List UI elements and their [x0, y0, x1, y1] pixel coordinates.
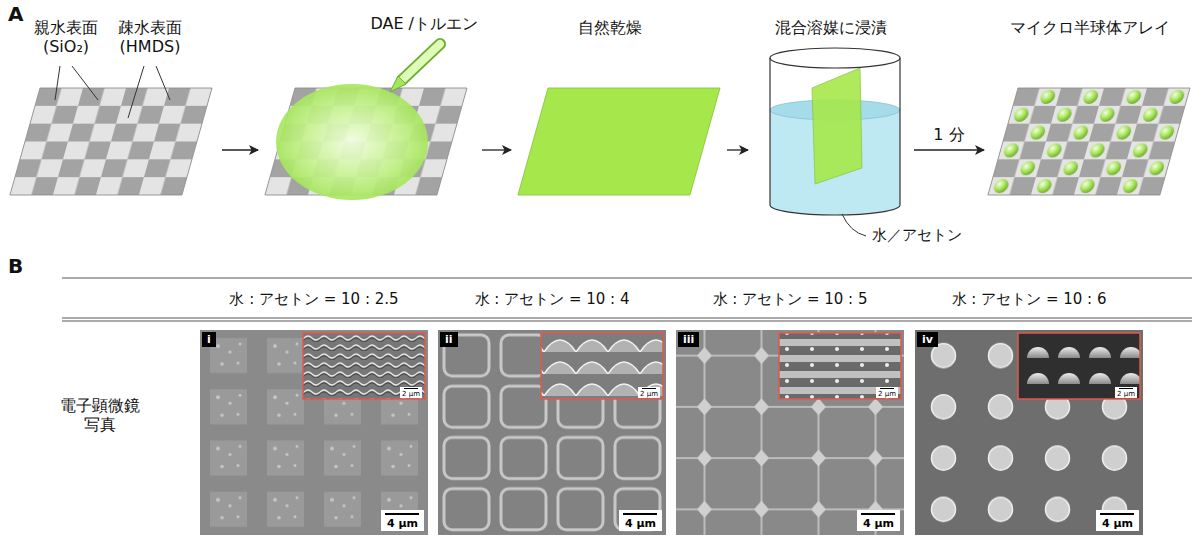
- panel-letter: A: [8, 2, 23, 26]
- sem-inset-frame: [303, 333, 425, 399]
- process-arrow: [727, 149, 748, 150]
- process-arrow: [914, 149, 984, 150]
- scale-label: 4 μm: [381, 510, 424, 531]
- sem-texture: [438, 330, 666, 535]
- panel-letter: B: [8, 254, 23, 278]
- table-rules: [62, 278, 1192, 321]
- inset-scale-label: 2 μm: [400, 387, 422, 398]
- leader-line: [128, 66, 144, 118]
- table-rule: [62, 321, 1192, 322]
- step-label: マイクロ半球体アレイ: [988, 18, 1192, 37]
- hemisphere-array: [988, 88, 1190, 195]
- process-step: マイクロ半球体アレイ: [988, 14, 1192, 206]
- scale-label: 4 μm: [857, 510, 900, 531]
- scale-label: 4 μm: [1096, 510, 1139, 531]
- sem-background: [200, 330, 428, 535]
- step-label: 混合溶媒に浸漬: [752, 18, 910, 37]
- sem-background: [676, 330, 904, 535]
- beaker-bottom: [770, 205, 900, 215]
- beaker: [770, 48, 900, 215]
- panel-index: ii: [440, 332, 458, 347]
- sem-image: [438, 330, 666, 535]
- sem-panel: 水 : アセトン = 10 : 6 iv 4 μm 2 μm: [915, 286, 1143, 536]
- process-step: DAE /トルエン: [262, 14, 478, 206]
- substrate-surface: [10, 88, 212, 195]
- table-rule: [62, 318, 1192, 319]
- dried-film: [518, 88, 720, 195]
- inset-scale-label: 2 μm: [638, 387, 660, 398]
- ratio-heading: 水 : アセトン = 10 : 4: [438, 290, 666, 308]
- step-label: DAE /トルエン: [370, 14, 478, 33]
- sem-texture: [200, 330, 428, 535]
- sem-panel: 水 : アセトン = 10 : 4 ii 4 μm 2 μm: [438, 286, 666, 536]
- pipette-tip: [390, 76, 406, 92]
- process-arrow: [222, 149, 258, 150]
- ratio-heading: 水 : アセトン = 10 : 5: [676, 290, 904, 308]
- sem-texture: [915, 330, 1143, 535]
- process-step: 混合溶媒に浸漬: [752, 14, 910, 214]
- sem-background: [915, 330, 1143, 535]
- table-rule: [62, 278, 1192, 279]
- scale-label: 4 μm: [619, 510, 662, 531]
- substrate-surface: [988, 88, 1190, 195]
- solvent-label: 水／アセトン: [872, 226, 962, 244]
- surface-label: 疎水表面 (HMDS): [110, 18, 190, 56]
- pipette-outline: [402, 44, 440, 80]
- leader-line: [72, 66, 98, 100]
- pipette-body: [402, 44, 440, 80]
- leader-line: [156, 66, 170, 100]
- row-heading: 電子顕微鏡 写真: [55, 396, 145, 434]
- sem-inset-frame: [541, 333, 663, 399]
- patterned-substrate: [10, 88, 212, 195]
- beaker-rim: [770, 48, 900, 68]
- immersed-substrate: [812, 68, 862, 184]
- beaker-wall: [769, 58, 770, 205]
- sem-panel: 水 : アセトン = 10 : 2.5 i 4 μm 2 μm: [200, 286, 428, 536]
- sem-texture: [676, 330, 904, 535]
- panel-index: i: [202, 332, 216, 347]
- leader-lines: [55, 66, 170, 118]
- pipette: [390, 44, 440, 92]
- ratio-heading: 水 : アセトン = 10 : 2.5: [200, 290, 428, 308]
- sem-panel: 水 : アセトン = 10 : 5 iii 4 μm 2 μm: [676, 286, 904, 536]
- surface-label: 親水表面 (SiO₂): [28, 18, 104, 56]
- panel-index: iii: [678, 332, 699, 347]
- sem-inset-frame: [1018, 333, 1140, 399]
- film-surface: [518, 88, 720, 195]
- panel-index: iv: [917, 332, 938, 347]
- process-step: 自然乾燥: [515, 14, 723, 206]
- sem-background: [438, 330, 666, 535]
- sem-inset: [303, 333, 425, 399]
- sem-image: [200, 330, 428, 535]
- solution-drop: [276, 84, 428, 200]
- leader-line: [55, 66, 60, 100]
- edge-label: 1 分: [930, 125, 967, 144]
- sem-image: [676, 330, 904, 535]
- ratio-heading: 水 : アセトン = 10 : 6: [915, 290, 1143, 308]
- process-step: 親水表面 (SiO₂)疎水表面 (HMDS): [8, 14, 218, 206]
- inset-scale-label: 2 μm: [1115, 387, 1137, 398]
- inset-scale-label: 2 μm: [876, 387, 898, 398]
- sem-image: [915, 330, 1143, 535]
- leader-line: [842, 214, 866, 236]
- step-label: 自然乾燥: [535, 18, 685, 37]
- process-arrow: [482, 149, 511, 150]
- micro-hemispheres: [988, 88, 1190, 195]
- beaker-wall: [899, 58, 900, 205]
- sem-inset-frame: [779, 333, 901, 399]
